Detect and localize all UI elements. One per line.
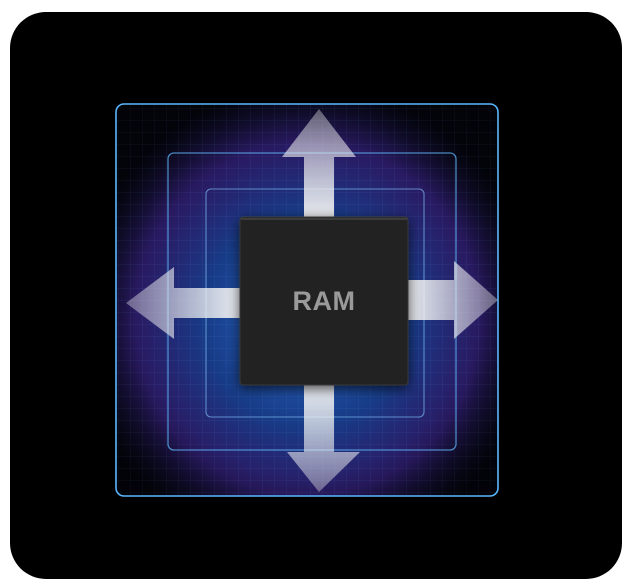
arrow-right-icon [408, 261, 498, 339]
ram-chip [239, 216, 409, 386]
arrow-up-icon [282, 109, 356, 217]
ram-chip-highlight [241, 218, 407, 220]
arrow-left-icon [126, 267, 240, 339]
ram-expansion-diagram [115, 103, 499, 497]
arrow-down-icon [287, 385, 360, 492]
diagram-panel: RAM [10, 12, 622, 579]
